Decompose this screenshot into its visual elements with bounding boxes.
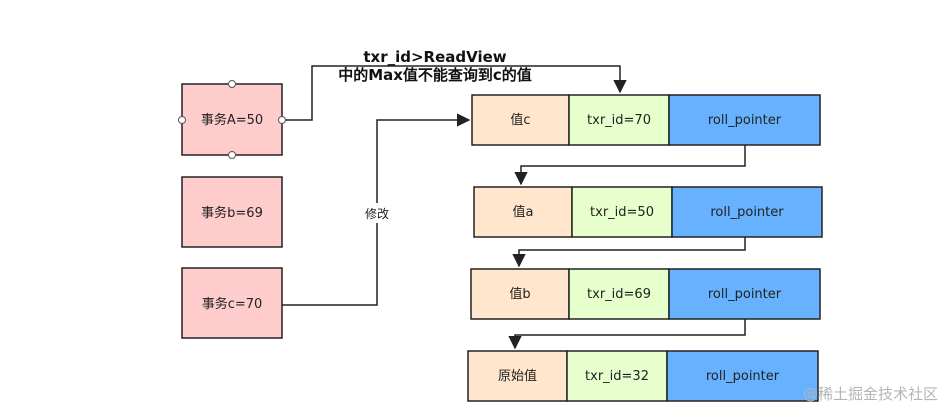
version-3-value-cell xyxy=(470,268,570,320)
version-3-roll-pointer: roll_pointer xyxy=(708,287,782,302)
version-row-1[interactable]: 值c txr_id=70 roll_pointer xyxy=(471,94,821,146)
edge-label-background xyxy=(360,203,394,223)
version-row-2[interactable]: 值a txr_id=50 roll_pointer xyxy=(473,186,823,238)
version-2-value-cell xyxy=(473,186,573,238)
annotation-line-1: txr_id>ReadView xyxy=(363,48,506,66)
version-row-4[interactable]: 原始值 txr_id=32 roll_pointer xyxy=(467,350,819,402)
selection-handle-left[interactable] xyxy=(178,116,186,124)
version-4-txr-cell xyxy=(566,350,668,402)
version-1-pointer-cell xyxy=(668,94,821,146)
roll-pointer-link-1 xyxy=(514,145,746,186)
transaction-a-label: 事务A=50 xyxy=(201,112,263,128)
roll-pointer-link-2 xyxy=(512,237,746,268)
transaction-c[interactable]: 事务c=70 xyxy=(181,267,283,339)
version-2-txr-id: txr_id=50 xyxy=(590,205,654,220)
transaction-b-box xyxy=(181,176,283,248)
version-1-value: 值c xyxy=(510,112,530,128)
version-2-pointer-cell xyxy=(671,186,823,238)
selection-handle-right[interactable] xyxy=(278,116,286,124)
version-3-txr-id: txr_id=69 xyxy=(587,287,651,302)
version-row-3[interactable]: 值b txr_id=69 roll_pointer xyxy=(470,268,821,320)
version-2-roll-pointer: roll_pointer xyxy=(710,205,784,220)
selection-handle-top[interactable] xyxy=(228,80,236,88)
version-1-roll-pointer: roll_pointer xyxy=(708,113,782,128)
version-3-value: 值b xyxy=(509,286,530,302)
version-4-roll-pointer: roll_pointer xyxy=(706,369,780,384)
annotation-connector xyxy=(282,65,627,121)
version-4-value-cell xyxy=(467,350,568,402)
transaction-b-label: 事务b=69 xyxy=(201,205,263,221)
roll-pointer-link-3 xyxy=(508,319,746,350)
transaction-a[interactable]: 事务A=50 xyxy=(178,80,286,159)
version-4-pointer-cell xyxy=(666,350,819,402)
selection-handle-bottom[interactable] xyxy=(228,151,236,159)
edge-label-modify: 修改 xyxy=(365,206,389,221)
version-2-txr-cell xyxy=(571,186,673,238)
version-4-txr-id: txr_id=32 xyxy=(585,369,649,384)
transaction-b[interactable]: 事务b=69 xyxy=(181,176,283,248)
transaction-c-label: 事务c=70 xyxy=(202,296,263,312)
version-2-value: 值a xyxy=(513,204,534,220)
version-4-value: 原始值 xyxy=(498,368,537,384)
transaction-c-box xyxy=(181,267,283,339)
watermark: @稀土掘金技术社区 xyxy=(803,385,938,403)
annotation-line-2: 中的Max值不能查询到c的值 xyxy=(338,66,532,84)
transaction-a-box xyxy=(181,83,283,156)
version-1-txr-id: txr_id=70 xyxy=(587,113,651,128)
version-3-pointer-cell xyxy=(668,268,821,320)
